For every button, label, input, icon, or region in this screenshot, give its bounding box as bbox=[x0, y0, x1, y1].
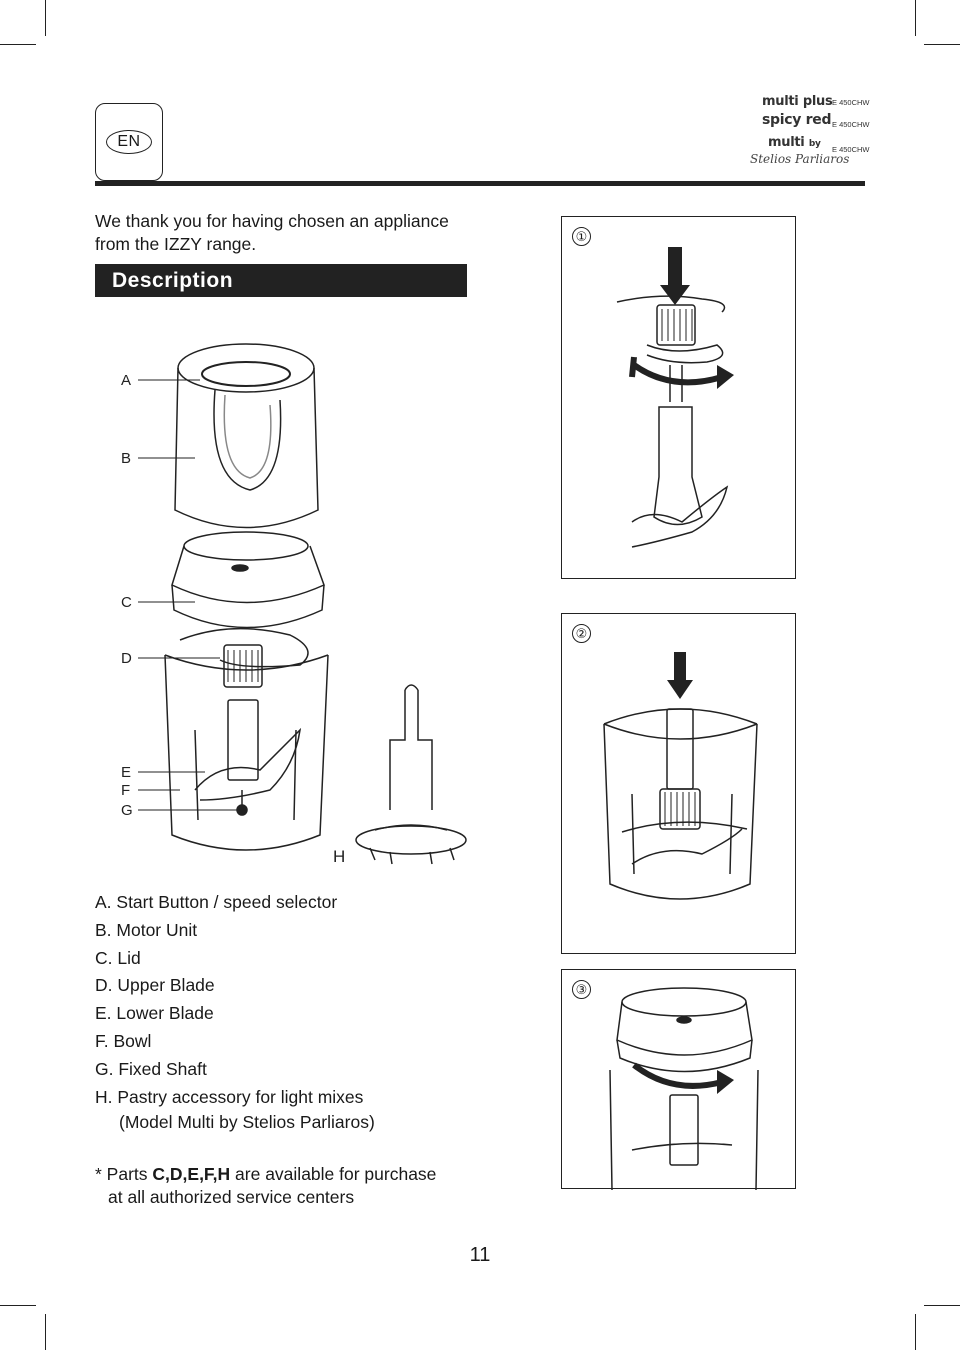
step-2-panel: ② bbox=[561, 613, 796, 954]
brand-spicy-red: spicy red bbox=[762, 112, 832, 128]
language-box: EN bbox=[95, 103, 163, 181]
brand-name-part: plus bbox=[802, 94, 833, 109]
rotate-arrow-icon bbox=[632, 362, 723, 386]
section-title: Description bbox=[95, 264, 467, 297]
footnote-line: * Parts C,D,E,F,H are available for purc… bbox=[95, 1163, 545, 1186]
brand-name-part: multi bbox=[762, 94, 799, 109]
lid-top bbox=[183, 531, 309, 561]
footnote-line: at all authorized service centers bbox=[108, 1187, 355, 1207]
footnote: * Parts C,D,E,F,H are available for purc… bbox=[95, 1163, 545, 1209]
step-number: ② bbox=[572, 624, 591, 643]
down-arrow-icon bbox=[674, 652, 686, 682]
crop-mark bbox=[0, 44, 36, 45]
diagram-label-b: B bbox=[121, 450, 132, 467]
brand-multi-plus: multi plus bbox=[762, 92, 833, 110]
crop-mark bbox=[915, 0, 916, 36]
crop-mark bbox=[45, 0, 46, 36]
diagram-label-a: A bbox=[121, 372, 132, 389]
parts-list: A. Start Button / speed selector B. Moto… bbox=[95, 889, 535, 1133]
diagram-label-h: H bbox=[333, 847, 346, 866]
step-1-panel: ① bbox=[561, 216, 796, 579]
list-item-note: (Model Multi by Stelios Parliaros) bbox=[119, 1112, 375, 1133]
diagram-label-f: F bbox=[121, 782, 131, 799]
rotate-arrow-icon bbox=[632, 1062, 723, 1089]
exploded-diagram bbox=[138, 343, 467, 865]
down-arrow-icon bbox=[668, 247, 682, 287]
list-item: D. Upper Blade bbox=[95, 975, 215, 996]
crop-mark bbox=[924, 44, 960, 45]
list-item: B. Motor Unit bbox=[95, 919, 198, 940]
footnote-prefix: * Parts bbox=[95, 1164, 153, 1184]
list-item: C. Lid bbox=[95, 947, 141, 968]
step-number: ① bbox=[572, 227, 591, 246]
diagram-label-e: E bbox=[121, 764, 132, 781]
footnote-parts: C,D,E,F,H bbox=[152, 1164, 231, 1184]
lower-blade bbox=[194, 727, 302, 801]
signature-logo: Stelios Parliaros bbox=[750, 152, 850, 166]
diagram-label-c: C bbox=[121, 594, 132, 611]
crop-mark bbox=[924, 1305, 960, 1306]
crop-mark bbox=[0, 1305, 36, 1306]
model-code: E 450CHW bbox=[832, 120, 870, 129]
step-3-illustration bbox=[609, 987, 759, 1191]
lid-body bbox=[171, 545, 325, 604]
brand-name-part: multi bbox=[768, 135, 805, 150]
diagram-label-g: G bbox=[121, 802, 133, 819]
motor-top bbox=[177, 343, 315, 393]
step-2-illustration bbox=[603, 652, 758, 900]
brand-name-part: by bbox=[808, 139, 821, 149]
list-item: F. Bowl bbox=[95, 1030, 152, 1051]
list-item: H. Pastry accessory for light mixes bbox=[95, 1086, 364, 1107]
step-1-illustration bbox=[616, 247, 734, 548]
list-item: G. Fixed Shaft bbox=[95, 1058, 207, 1079]
footnote-suffix: are available for purchase bbox=[230, 1164, 437, 1184]
model-code: E 450CHW bbox=[832, 98, 870, 107]
header-rule bbox=[95, 181, 865, 186]
intro-line: We thank you for having chosen an applia… bbox=[95, 211, 449, 231]
bowl bbox=[164, 654, 329, 851]
page-number: 11 bbox=[469, 1244, 491, 1266]
list-item: E. Lower Blade bbox=[95, 1003, 214, 1024]
motor-window bbox=[213, 389, 282, 491]
intro-text: We thank you for having chosen an applia… bbox=[95, 210, 475, 256]
start-button bbox=[201, 361, 291, 387]
diagram-label-d: D bbox=[121, 650, 132, 667]
motor-body bbox=[174, 367, 319, 529]
crop-mark bbox=[45, 1314, 46, 1350]
upper-blade bbox=[179, 627, 309, 668]
step-number: ③ bbox=[572, 980, 591, 999]
crop-mark bbox=[915, 1314, 916, 1350]
list-item: A. Start Button / speed selector bbox=[95, 892, 338, 912]
intro-line: from the IZZY range. bbox=[95, 234, 257, 254]
brand-multi-by: multi by bbox=[768, 133, 821, 151]
model-code: E 450CHW bbox=[832, 145, 870, 154]
pastry-accessory bbox=[389, 690, 433, 810]
language-badge: EN bbox=[106, 130, 152, 154]
step-3-panel: ③ bbox=[561, 969, 796, 1191]
